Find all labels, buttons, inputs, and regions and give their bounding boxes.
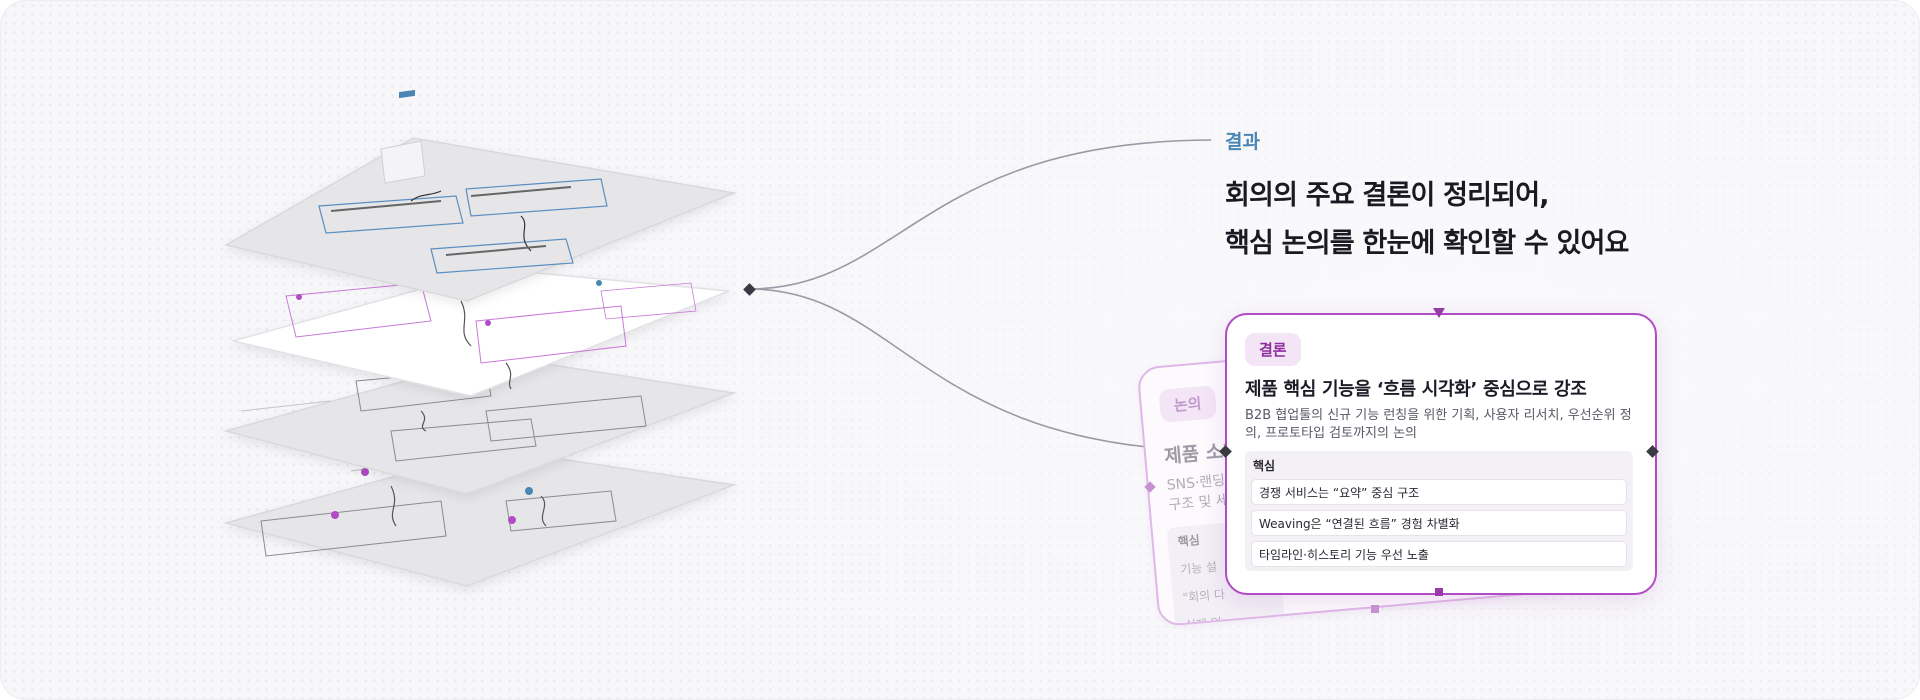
- discussion-core-label: 핵심: [1177, 533, 1201, 550]
- result-kicker: 결과: [1225, 131, 1260, 153]
- discussion-tag: 논의: [1158, 385, 1217, 424]
- result-headline-line2: 핵심 논의를 한눈에 확인할 수 있어요: [1225, 228, 1629, 259]
- conclusion-tag: 결론: [1245, 333, 1301, 366]
- conclusion-description: B2B 협업툴의 신규 기능 런칭을 위한 기획, 사용자 리서치, 우선순위 …: [1245, 408, 1632, 441]
- core-point-item[interactable]: 경쟁 서비스는 “요약” 중심 구조: [1251, 479, 1627, 505]
- layer-plane-2: [232, 268, 730, 397]
- card-bottom-handle-icon[interactable]: [1435, 588, 1443, 596]
- result-headline-line1: 회의의 주요 결론이 정리되어,: [1225, 180, 1550, 211]
- card-top-anchor-icon[interactable]: [1433, 308, 1445, 318]
- discussion-item: 기능 설: [1179, 559, 1218, 577]
- core-label: 핵심: [1253, 459, 1276, 473]
- core-points-box: 핵심 경쟁 서비스는 “요약” 중심 구조 Weaving은 “연결된 흐름” …: [1245, 451, 1633, 571]
- layer-plane-1: [223, 89, 737, 302]
- conclusion-card[interactable]: 결론 제품 핵심 기능을 ‘흐름 시각화’ 중심으로 강조 B2B 협업툴의 신…: [1225, 313, 1657, 595]
- connector-to-result: [748, 139, 1212, 290]
- back-card-bottom-handle-icon[interactable]: [1371, 605, 1379, 613]
- core-point-item[interactable]: Weaving은 “연결된 흐름” 경험 차별화: [1251, 510, 1627, 536]
- discussion-desc-line2: 구조 및 세: [1167, 492, 1230, 514]
- conclusion-title: 제품 핵심 기능을 ‘흐름 시각화’ 중심으로 강조: [1245, 379, 1587, 400]
- core-point-item[interactable]: 타임라인·히스토리 기능 우선 노출: [1251, 541, 1627, 567]
- connector-to-card: [748, 288, 1226, 452]
